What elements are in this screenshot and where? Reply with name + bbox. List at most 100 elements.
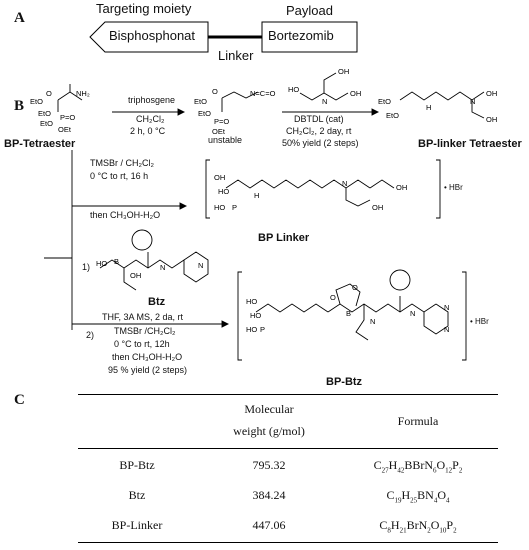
svg-text:EtO: EtO xyxy=(378,97,391,106)
svg-text:O: O xyxy=(330,293,336,302)
svg-text:EtO: EtO xyxy=(38,109,51,118)
bp-linker-tetraester-bonds xyxy=(399,91,485,101)
svg-text:N: N xyxy=(342,179,347,188)
condition-1a: CH₂Cl₂ xyxy=(136,114,165,124)
condition-3e: 95 % yield (2 steps) xyxy=(108,365,188,375)
bp-linker-hbr: • HBr xyxy=(444,183,463,192)
condition-2b: 50% yield (2 steps) xyxy=(282,138,359,148)
svg-text:H: H xyxy=(254,191,259,200)
svg-text:HO: HO xyxy=(246,325,257,334)
svg-text:N=C=O: N=C=O xyxy=(250,89,276,98)
payload-label: Payload xyxy=(286,3,333,18)
svg-text:N: N xyxy=(160,263,165,272)
svg-text:P=O: P=O xyxy=(60,113,75,122)
svg-text:N: N xyxy=(470,97,475,106)
panel-b-label: B xyxy=(14,98,25,114)
svg-text:B: B xyxy=(346,309,351,318)
isocyanate-bonds xyxy=(221,91,259,99)
svg-text:O: O xyxy=(46,89,52,98)
condition-2a: CH₂Cl₂, 2 day, rt xyxy=(286,126,352,136)
svg-text:OH: OH xyxy=(214,173,225,182)
svg-text:OH: OH xyxy=(350,89,361,98)
reaction-scheme: EtO O NH₂ EtO EtO P=O OEt EtO O N=C=O Et… xyxy=(30,67,497,361)
svg-text:B: B xyxy=(114,257,119,266)
row-name: Btz xyxy=(128,488,146,502)
header-mw-line2: weight (g/mol) xyxy=(233,424,305,438)
svg-text:HO: HO xyxy=(250,311,261,320)
targeting-moiety-label: Targeting moiety xyxy=(96,1,192,16)
bp-linker-label: BP Linker xyxy=(258,232,310,244)
bp-btz-hbr: • HBr xyxy=(470,317,489,326)
svg-text:O: O xyxy=(352,283,358,292)
svg-text:OH: OH xyxy=(372,203,383,212)
svg-text:N: N xyxy=(322,97,327,106)
table-top-rule xyxy=(78,394,498,395)
bp-linker-bracket-right xyxy=(436,159,441,219)
condition-3a: THF, 3A MS, 2 da, rt xyxy=(102,312,184,322)
svg-text:EtO: EtO xyxy=(30,97,43,106)
svg-text:OEt: OEt xyxy=(58,125,72,134)
row-mw: 447.06 xyxy=(252,518,286,532)
bp-btz-bonds xyxy=(255,303,329,313)
condition-1b: 2 h, 0 °C xyxy=(130,126,166,136)
row-name: BP-Linker xyxy=(111,518,163,532)
row-formula: C8H21BrN2O10P2 xyxy=(379,518,457,535)
svg-text:OH: OH xyxy=(338,67,349,76)
step-a1: TMSBr / CH₂Cl₂ xyxy=(90,158,154,168)
bisphosphonate-label: Bisphosphonat xyxy=(109,28,196,43)
panel-c-label: C xyxy=(14,392,25,408)
svg-text:P=O: P=O xyxy=(214,117,229,126)
svg-text:OH: OH xyxy=(130,271,141,280)
bp-linker-bonds xyxy=(225,179,371,189)
svg-text:N: N xyxy=(444,325,449,334)
linker-label: Linker xyxy=(218,48,254,63)
reagent-dbtdl: DBTDL (cat) xyxy=(294,114,344,124)
svg-text:NH₂: NH₂ xyxy=(76,89,90,98)
header-formula: Formula xyxy=(397,414,439,428)
svg-text:HO: HO xyxy=(96,259,107,268)
step-a3: then CH₃OH-H₂O xyxy=(90,210,161,220)
svg-text:N: N xyxy=(444,303,449,312)
table-header-rule xyxy=(78,448,498,449)
svg-text:N: N xyxy=(198,261,203,270)
row-mw: 795.32 xyxy=(252,458,286,472)
bp-btz-bracket-left xyxy=(237,271,242,361)
panel-a-schematic xyxy=(89,21,358,53)
header-mw-line1: Molecular xyxy=(244,402,294,416)
svg-text:OEt: OEt xyxy=(212,127,226,136)
svg-text:OH: OH xyxy=(396,183,407,192)
svg-text:OH: OH xyxy=(486,89,497,98)
svg-text:OH: OH xyxy=(486,115,497,124)
step-a2: 0 °C to rt, 16 h xyxy=(90,171,149,181)
svg-text:EtO: EtO xyxy=(40,119,53,128)
svg-text:EtO: EtO xyxy=(198,109,211,118)
svg-text:EtO: EtO xyxy=(194,97,207,106)
row-formula: C19H25BN4O4 xyxy=(386,488,450,505)
svg-text:EtO: EtO xyxy=(386,111,399,120)
bp-linker-bracket-left xyxy=(205,159,210,219)
row-name: BP-Btz xyxy=(119,458,155,472)
bp-linker-tetraester-label: BP-linker Tetraester xyxy=(418,138,522,150)
svg-text:P: P xyxy=(260,325,265,334)
svg-text:HO: HO xyxy=(218,187,229,196)
condition-3c: 0 °C to rt, 12h xyxy=(114,339,170,349)
svg-text:N: N xyxy=(410,309,415,318)
btz-label: Btz xyxy=(148,296,166,308)
svg-text:HO: HO xyxy=(288,85,299,94)
svg-text:H: H xyxy=(426,103,431,112)
svg-text:N: N xyxy=(370,317,375,326)
btz-bonds xyxy=(99,259,185,269)
reagent-triphosgene: triphosgene xyxy=(128,95,176,105)
unstable-label: unstable xyxy=(208,135,243,145)
svg-text:HO: HO xyxy=(214,203,225,212)
bortezomib-label: Bortezomib xyxy=(268,28,334,43)
condition-3b: TMSBr /CH₂Cl₂ xyxy=(114,326,176,336)
panel-a-label: A xyxy=(14,10,25,26)
row-formula: C27H42BBrN6O12P2 xyxy=(373,458,463,475)
svg-text:P: P xyxy=(232,203,237,212)
bp-btz-label: BP-Btz xyxy=(326,376,363,388)
table-bottom-rule xyxy=(78,542,498,543)
step-1-label: 1) xyxy=(82,262,91,272)
payload-box xyxy=(261,21,358,53)
svg-text:O: O xyxy=(212,87,218,96)
